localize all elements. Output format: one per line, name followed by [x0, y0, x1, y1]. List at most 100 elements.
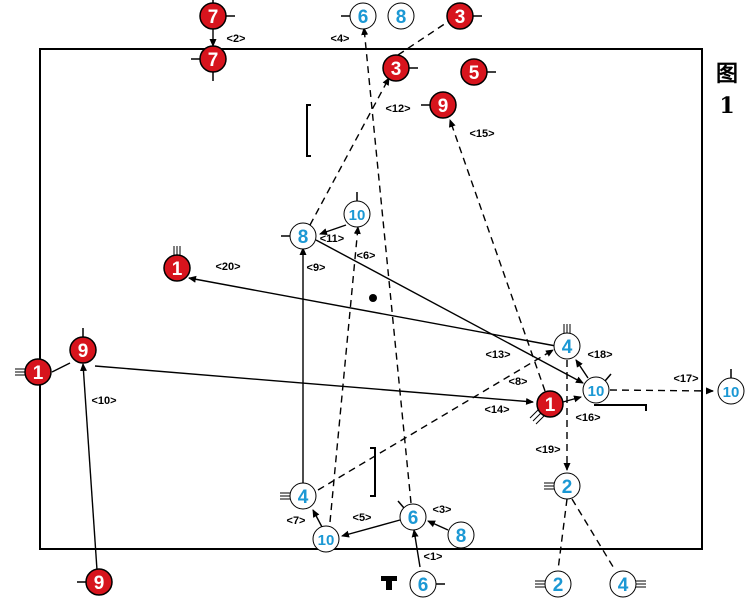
- player-circle: [312, 525, 340, 553]
- move-line-13: [315, 239, 584, 384]
- move-label-8: <8>: [509, 376, 528, 388]
- attack-player-9: 9: [77, 568, 113, 596]
- player-number: 9: [78, 341, 89, 362]
- attack-player-3: 3: [382, 54, 418, 82]
- player-circle: [387, 2, 415, 30]
- player-number: 9: [438, 96, 449, 117]
- player-number: 5: [469, 63, 480, 84]
- move-label-4: <4>: [331, 33, 350, 45]
- player-circle: [343, 200, 371, 228]
- attack-player-1: 1: [529, 390, 564, 425]
- move-line-2-to-4out: [571, 498, 616, 571]
- move-line-12b: [397, 22, 447, 56]
- movement-lines: [51, 22, 714, 571]
- move-label-19: <19>: [535, 444, 560, 456]
- defense-player-4: 4: [609, 570, 646, 598]
- move-line-3: [427, 520, 449, 531]
- move-label-20: <20>: [215, 261, 240, 273]
- move-line-5: [341, 519, 401, 538]
- move-label-11: <11>: [320, 233, 344, 245]
- player-number: 10: [349, 207, 366, 224]
- move-label-16: <16>: [575, 412, 600, 424]
- move-line-16: [562, 395, 582, 403]
- player-number: 3: [391, 59, 402, 80]
- player-circle: [199, 2, 227, 30]
- player-circle: [429, 91, 457, 119]
- player-number: 10: [318, 532, 335, 549]
- player-circle: [544, 570, 572, 598]
- player-circle: [163, 254, 191, 282]
- defense-player-8: 8: [447, 521, 475, 549]
- move-line-20: [188, 275, 557, 347]
- attack-player-7: 7: [191, 45, 227, 81]
- move-line-10: [79, 363, 98, 571]
- player-circle: [69, 336, 97, 364]
- player-number: 2: [553, 575, 564, 596]
- move-label-2: <2>: [227, 33, 246, 45]
- move-label-7: <7>: [287, 515, 306, 527]
- move-line-12: [309, 77, 390, 226]
- player-circle: [553, 472, 581, 500]
- player-number: 6: [358, 7, 369, 28]
- player-circle: [289, 482, 317, 510]
- player-circle: [24, 358, 52, 386]
- move-label-9: <9>: [307, 262, 326, 274]
- attack-player-1: 1: [163, 246, 191, 282]
- player-number: 1: [33, 363, 44, 384]
- player-circle: [399, 503, 427, 531]
- attack-player-7: 7: [199, 0, 235, 30]
- player-number: 9: [94, 573, 105, 594]
- player-number: 6: [418, 575, 429, 596]
- attack-player-1: 1: [15, 358, 52, 386]
- move-line-8: [317, 349, 554, 491]
- screen-mark-top: [306, 104, 311, 157]
- move-line-4: [361, 27, 412, 504]
- defense-player-2: 2: [544, 472, 581, 500]
- player-number: 6: [408, 508, 419, 529]
- move-line-7: [312, 509, 323, 528]
- player-circle: [85, 568, 113, 596]
- player-circle: [609, 570, 637, 598]
- player-number: 2: [562, 477, 573, 498]
- move-line-1: [411, 529, 421, 568]
- move-label-1: <1>: [424, 551, 443, 563]
- player-number: 4: [562, 337, 573, 358]
- player-number: 7: [208, 50, 219, 71]
- move-label-15: <15>: [469, 128, 494, 140]
- move-line-14b: [94, 365, 534, 405]
- player-number: 3: [455, 7, 466, 28]
- move-label-18: <18>: [587, 349, 612, 361]
- move-label-6: <6>: [357, 250, 376, 262]
- defense-player-10: 10: [312, 525, 340, 553]
- player-circle: [717, 377, 745, 405]
- attack-player-3: 3: [446, 2, 482, 30]
- move-label-14: <14>: [484, 404, 509, 416]
- defense-player-4: 4: [280, 482, 317, 510]
- move-line-17: [609, 387, 714, 395]
- attack-player-5: 5: [460, 58, 496, 86]
- defense-player-2: 2: [535, 570, 572, 598]
- figure-caption: 图 1: [712, 58, 742, 122]
- screen-mark-right: [594, 404, 647, 411]
- move-line-6: [329, 226, 361, 523]
- player-number: 8: [298, 227, 309, 248]
- player-number: 1: [545, 395, 556, 416]
- player-circle: [536, 390, 564, 418]
- player-circle: [447, 521, 475, 549]
- figure-caption-char: 图: [715, 61, 738, 87]
- move-label-5: <5>: [353, 512, 372, 524]
- player-circle: [289, 222, 317, 250]
- court-boundary: [39, 48, 703, 550]
- defense-player-8: 8: [281, 222, 317, 250]
- player-circle: [382, 54, 410, 82]
- move-label-13: <13>: [485, 349, 510, 361]
- player-number: 10: [588, 383, 605, 400]
- player-circle: [349, 2, 377, 30]
- move-line-14: [51, 362, 71, 373]
- player-circle: [582, 376, 610, 404]
- t-symbol-icon: [381, 576, 397, 590]
- move-label-17: <17>: [673, 373, 698, 385]
- move-line-11: [319, 224, 347, 236]
- screen-mark-bottom: [370, 447, 376, 497]
